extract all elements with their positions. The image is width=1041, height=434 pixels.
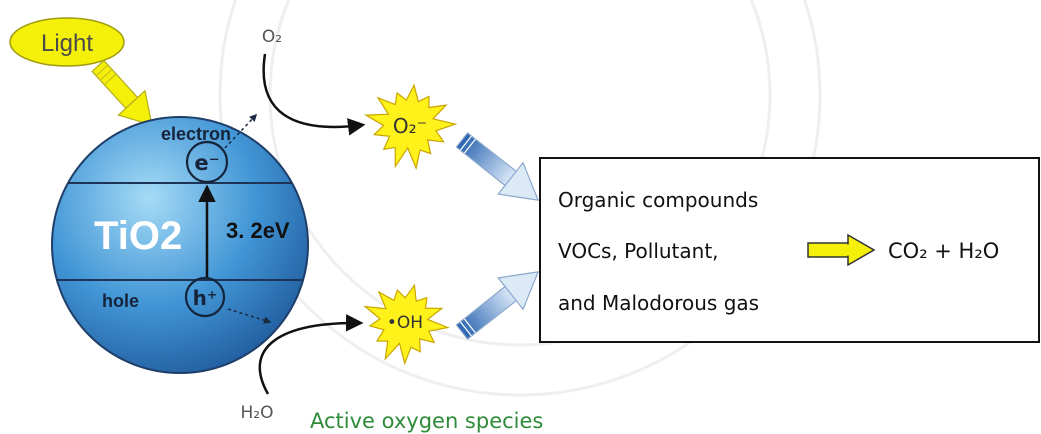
target-line-3: and Malodorous gas xyxy=(558,291,759,315)
superoxide-to-target-arrow xyxy=(455,132,540,201)
watermark-seal xyxy=(218,0,822,397)
electron-circle xyxy=(185,140,229,184)
active-species-caption: Active oxygen species xyxy=(310,409,543,433)
electron-label: electron xyxy=(161,124,231,144)
target-line-1: Organic compounds xyxy=(558,188,758,212)
water-oxidation-arrow xyxy=(258,314,364,395)
products-label: CO₂ + H₂O xyxy=(888,239,999,263)
light-ellipse xyxy=(9,17,125,67)
hole-symbol: h⁺ xyxy=(193,286,218,310)
hydroxyl-label: •OH xyxy=(387,313,423,333)
conversion-arrow xyxy=(807,233,876,267)
hole-circle xyxy=(184,276,226,318)
hydroxyl-burst: •OH xyxy=(363,283,450,366)
electron-symbol: e⁻ xyxy=(194,151,219,175)
light-label: Light xyxy=(41,30,93,57)
oxygen-reduction-arrow xyxy=(262,53,366,136)
oxygen-label: O₂ xyxy=(262,27,282,47)
hydroxyl-to-target-arrow xyxy=(455,271,540,340)
hydroxyl-burst-shape xyxy=(363,283,450,366)
band-gap-label: 3. 2eV xyxy=(226,218,290,243)
hole-label: hole xyxy=(102,291,139,311)
tio2-label: TiO2 xyxy=(94,214,182,258)
water-label: H₂O xyxy=(241,403,274,423)
light-source: Light xyxy=(9,17,125,67)
superoxide-label: O₂⁻ xyxy=(393,114,427,138)
electron-transfer-dashed-arrow xyxy=(224,113,258,149)
target-box-frame xyxy=(539,157,1040,343)
light-arrow xyxy=(91,59,153,126)
target-box: Organic compounds VOCs, Pollutant, and M… xyxy=(539,157,1040,343)
tio2-sphere xyxy=(51,116,309,374)
target-line-2: VOCs, Pollutant, xyxy=(558,239,719,263)
superoxide-burst-shape xyxy=(363,83,458,171)
superoxide-burst: O₂⁻ xyxy=(363,83,458,171)
hole-transfer-dashed-arrow xyxy=(227,308,272,324)
tio2-particle: electron e⁻ 3. 2eV TiO2 hole h⁺ xyxy=(51,113,309,374)
